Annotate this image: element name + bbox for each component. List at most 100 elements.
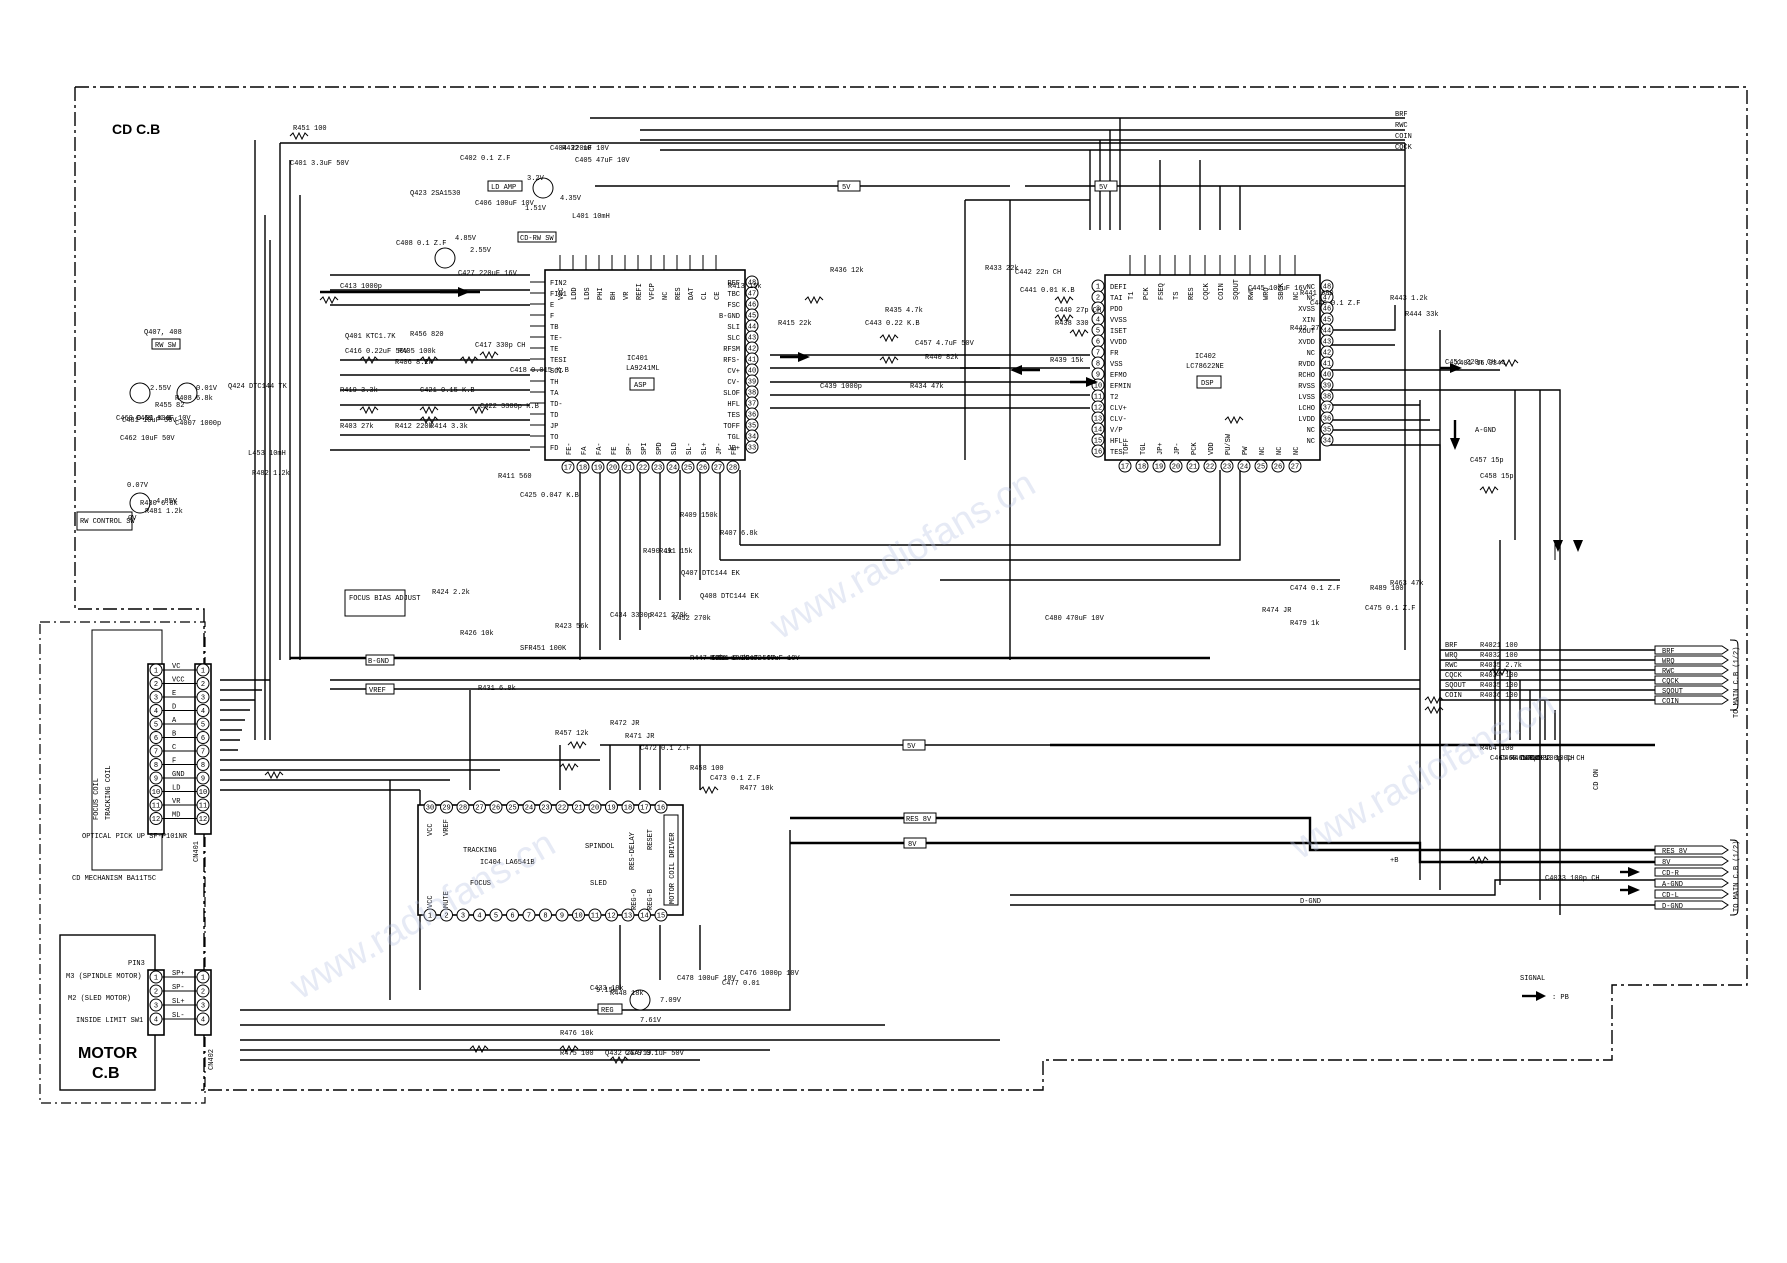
cn402-pin-1: 2 xyxy=(201,989,205,997)
dsp-left-pin-num-5: 6 xyxy=(1096,339,1100,347)
cn402-mate-pin-0: 1 xyxy=(154,975,158,983)
component-76: R431 6.8k xyxy=(478,685,516,693)
bus2-out-2: CD-R xyxy=(1662,870,1680,878)
component-28: R415 22k xyxy=(778,320,812,328)
dsp-bottom-pin-num-1: 18 xyxy=(1138,464,1146,472)
voltage-8: 2.55V xyxy=(150,385,172,393)
resistor-15 xyxy=(1069,328,1089,338)
driver-top-pin-10: 20 xyxy=(591,805,599,813)
cn401-label-9: LD xyxy=(172,785,180,793)
driver-bottom-pin-4-pad xyxy=(489,908,503,922)
svg-text:RES-DELAY: RES-DELAY xyxy=(629,831,637,870)
dsp-bottom-pin-5: VDD xyxy=(1208,442,1216,455)
voltage-6: 4.85V xyxy=(156,498,178,506)
driver-top-pin-9: 21 xyxy=(574,805,582,813)
driver-top-pin-1: 29 xyxy=(442,805,450,813)
asp-bottom-pin-1: FA xyxy=(581,446,589,455)
dsp-right-pin-6: NC xyxy=(1307,350,1315,358)
component-67: R491 15k xyxy=(659,548,693,556)
asp-right-pin-2: FSC xyxy=(727,302,740,310)
dsp-left-pin-10: T2 xyxy=(1110,394,1118,402)
driver-top-pin-6: 24 xyxy=(525,805,533,813)
dsp-bottom-pin-num-10-pad xyxy=(1288,459,1302,473)
resistor-18 xyxy=(1479,485,1499,495)
driver-top-pin-5: 25 xyxy=(508,805,516,813)
asp-bottom-pin-num-9-pad xyxy=(696,460,710,474)
component-70: R421 270k xyxy=(650,612,688,620)
cn401-label-3: D xyxy=(172,704,176,712)
driver-bottom-pin-6-pad xyxy=(522,908,536,922)
resistor-26 xyxy=(559,1044,579,1054)
asp-right-pin-num-12: 36 xyxy=(748,412,756,420)
bus2-out-box-1 xyxy=(1654,856,1729,866)
signal-legend-label: SIGNAL xyxy=(1520,975,1545,983)
driver-top-pin-8: 22 xyxy=(558,805,566,813)
svg-text:REG-O: REG-O xyxy=(631,889,639,910)
driver-top-pin-11: 19 xyxy=(607,805,615,813)
component-56: R482 1.2k xyxy=(252,470,290,478)
bus2-out-box-5 xyxy=(1654,900,1729,910)
dsp-left-pin-1: TAI xyxy=(1110,295,1123,303)
dsp-bottom-pin-num-5: 22 xyxy=(1206,464,1214,472)
dsp-right-pin-num-8: 40 xyxy=(1323,372,1331,380)
asp-right-pin-6: RFSM xyxy=(723,346,740,354)
voltage-17: 7.61V xyxy=(640,1017,662,1025)
component-75: R426 10k xyxy=(460,630,494,638)
dsp-right-pin-num-7: 41 xyxy=(1323,361,1331,369)
dsp-top-pin-1: PCK xyxy=(1143,287,1151,300)
cn401-mate-pin-0: 1 xyxy=(154,668,158,676)
cn402-label-2: SL+ xyxy=(172,998,185,1006)
component-97: C479 0.1uF 50V xyxy=(625,1050,685,1058)
asp-left-pin-12: TD xyxy=(550,412,558,420)
driver-bottom-pin-14-pad xyxy=(654,908,668,922)
d-gnd-label: D-GND xyxy=(1300,898,1321,906)
dsp-top-pin-3: TS xyxy=(1173,292,1181,300)
bus2-out-box-0 xyxy=(1654,845,1729,855)
svg-text:SPINDOL: SPINDOL xyxy=(585,843,614,851)
component-66: R490 1k xyxy=(643,548,672,556)
dsp-top-pin-10: SBCK xyxy=(1278,282,1286,300)
cn401-label-4: A xyxy=(172,717,177,725)
component-98: C480 470uF 10V xyxy=(1045,615,1105,623)
dsp-right-pin-num-4: 44 xyxy=(1323,328,1331,336)
component-32: C457 4.7uF 50V xyxy=(915,340,975,348)
dsp-right-pin-1: NC xyxy=(1307,295,1315,303)
asp-bottom-pin-num-1: 18 xyxy=(579,465,587,473)
voltage-9: 0.01V xyxy=(196,385,218,393)
dsp-right-pin-3: XIN xyxy=(1302,317,1315,325)
asp-top-pin-11: CL xyxy=(701,292,709,300)
rail-b-gnd: B-GND xyxy=(368,658,389,666)
m2-label: M2 (SLED MOTOR) xyxy=(68,995,131,1003)
resistor-6 xyxy=(359,405,379,415)
dsp-bottom-pin-num-1-pad xyxy=(1135,459,1149,473)
asp-bottom-pin-num-9: 26 xyxy=(699,465,707,473)
dsp-bottom-pin-4: PCK xyxy=(1191,442,1199,455)
component-107: C463 100p xyxy=(1500,755,1538,763)
cn401-label-2: E xyxy=(172,690,176,698)
to-main-1-label: TO MAIN C.B (1/2) xyxy=(1733,647,1741,718)
component-20: C421 0.15 K.B xyxy=(420,387,475,395)
component-4: R432 10 xyxy=(562,145,591,153)
driver-bottom-pin-10: 11 xyxy=(591,913,599,921)
component-2: C402 0.1 Z.F xyxy=(460,155,510,163)
asp-bottom-pin-5: SPI xyxy=(641,442,649,455)
dsp-right-pin-num-10: 38 xyxy=(1323,394,1331,402)
plus-b-label: +B xyxy=(1390,857,1398,865)
ic401-asp: IC401 LA9241ML ASP xyxy=(544,269,746,461)
component-85: SFR451 100K xyxy=(520,645,567,653)
asp-right-pin-num-15: 33 xyxy=(748,445,756,453)
asp-right-pin-num-9: 39 xyxy=(748,379,756,387)
cn401-mate-pin-6: 7 xyxy=(154,749,158,757)
bus1-out-2: RWC xyxy=(1662,668,1675,676)
cd-mechanism-label: CD MECHANISM BA11T5C xyxy=(72,875,156,883)
asp-bottom-pin-num-8-pad xyxy=(681,460,695,474)
driver-bottom-pin-13-pad xyxy=(638,908,651,922)
component-0: R451 100 xyxy=(293,125,327,133)
component-45: R442 27k xyxy=(1290,325,1324,333)
asp-left-pin-13: JP xyxy=(550,423,558,431)
asp-right-pin-4: SLI xyxy=(727,324,740,332)
asp-left-pin-6: TE xyxy=(550,346,558,354)
cn401-mate-pin-1: 2 xyxy=(154,681,158,689)
component-96: Q432 2SA719 xyxy=(605,1050,651,1058)
asp-left-pin-7: TESI xyxy=(550,357,567,365)
